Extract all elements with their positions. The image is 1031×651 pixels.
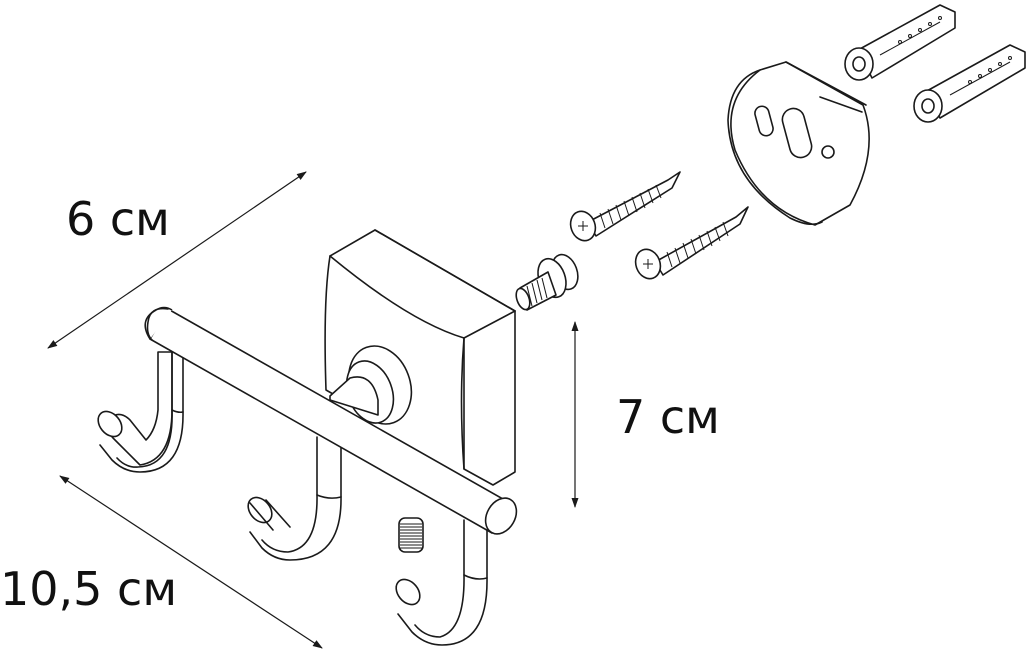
width-dimension-label: 6 см [66,192,170,246]
length-dimension-label: 10,5 см [0,562,178,616]
wall-plug-2 [913,44,1026,123]
hook-right [395,519,488,646]
bolt-with-washers [515,253,579,311]
hook-bar [144,306,518,535]
rosette [329,345,413,425]
mounting-plate [727,61,870,226]
width-dimension-line [47,171,307,349]
mounting-block [324,229,516,486]
height-dimension-label: 7 см [616,390,720,444]
wall-plug-1 [844,4,956,81]
wood-screw-1 [569,171,681,242]
wood-screw-2 [634,206,749,280]
hook-middle [247,436,342,561]
set-screw [398,517,424,553]
length-dimension-line [59,475,323,649]
hook-left [97,351,184,473]
